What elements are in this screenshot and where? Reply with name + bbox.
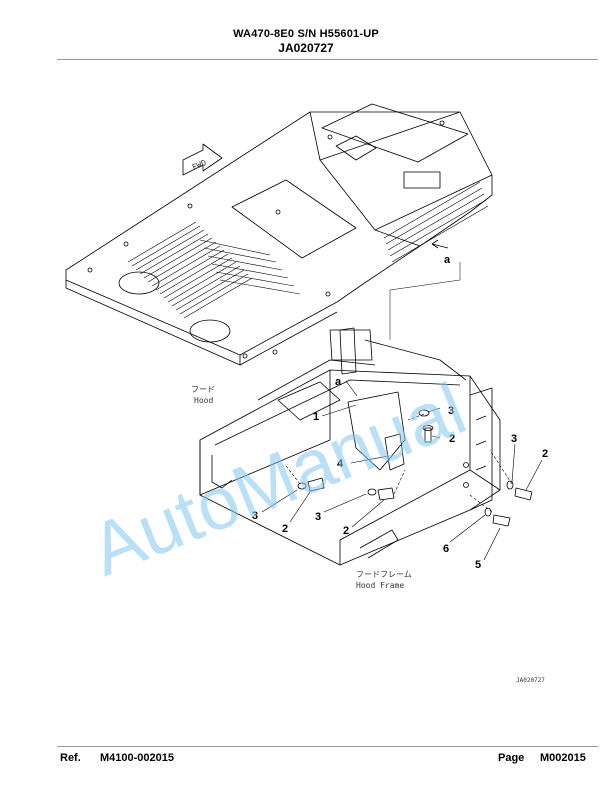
drawing-code: JA020727: [516, 677, 545, 684]
footer-ref-label: Ref.: [60, 752, 81, 764]
side-grille: [383, 181, 489, 263]
callout-2-left: 2: [282, 523, 288, 535]
document-code: JA020727: [278, 41, 334, 55]
hood-label-jp: フード: [191, 385, 215, 394]
hood-frame-label-en: Hood Frame: [356, 581, 404, 590]
hood-frame: [199, 329, 501, 566]
callout-a-top: a: [444, 254, 451, 266]
hood-grille: [127, 221, 301, 319]
callout-3-top: 3: [448, 405, 454, 417]
fwd-arrow-icon: [182, 143, 223, 176]
footer-divider: [57, 746, 598, 747]
bolts-and-washers: [297, 409, 533, 527]
callout-3-left: 3: [252, 510, 258, 522]
hinge-bracket: [277, 327, 406, 471]
callout-3-mid: 3: [315, 511, 321, 523]
callout-4: 4: [337, 458, 344, 470]
callout-leaders: [261, 380, 543, 561]
fwd-label: FWD: [191, 158, 208, 172]
footer-page-label: Page: [498, 752, 525, 764]
hood-frame-label-jp: フードフレーム: [356, 570, 412, 579]
header-divider: [57, 59, 598, 60]
callout-a-mid: a: [335, 376, 342, 388]
footer-page-value: M002015: [540, 752, 586, 764]
callout-2-far-right: 2: [542, 448, 548, 460]
callout-1: 1: [313, 411, 319, 423]
callout-3-right: 3: [511, 433, 517, 445]
leader-lines: [285, 413, 513, 513]
callout-2-right: 2: [449, 433, 455, 445]
hood-label-en: Hood: [194, 396, 213, 405]
callout-2-mid: 2: [343, 525, 349, 537]
hood-panel: [65, 103, 493, 366]
callout-5: 5: [475, 559, 481, 571]
callout-6: 6: [443, 543, 449, 555]
document-title: WA470-8E0 S/N H55601-UP: [233, 28, 379, 40]
footer-ref-value: M4100-002015: [100, 752, 175, 764]
